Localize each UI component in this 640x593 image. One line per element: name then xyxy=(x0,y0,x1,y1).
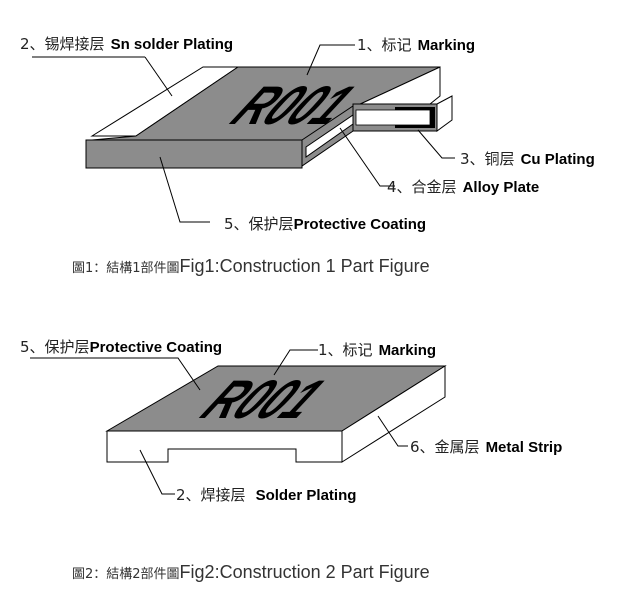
fig2-leaders xyxy=(30,349,408,495)
fig1-label-protective: 5、保护层Protective Coating xyxy=(224,215,426,233)
fig2-side-metal-strip xyxy=(341,365,446,463)
figure2-resistor: R001 xyxy=(105,365,447,463)
fig1-caption: 圖1：結構1部件圖Fig1:Construction 1 Part Figure xyxy=(72,256,430,276)
figure1-resistor: R001 xyxy=(85,66,453,169)
fig2-front-metal-strip xyxy=(106,430,343,463)
fig2-label-protective: 5、保护层Protective Coating xyxy=(20,338,222,356)
fig1-front-coating xyxy=(85,139,303,169)
fig2-caption: 圖2：結構2部件圖Fig2:Construction 2 Part Figure xyxy=(72,562,430,582)
fig1-alloy-core xyxy=(355,109,431,126)
fig1-leaders xyxy=(32,44,455,223)
fig1-end-right-side xyxy=(436,95,453,132)
